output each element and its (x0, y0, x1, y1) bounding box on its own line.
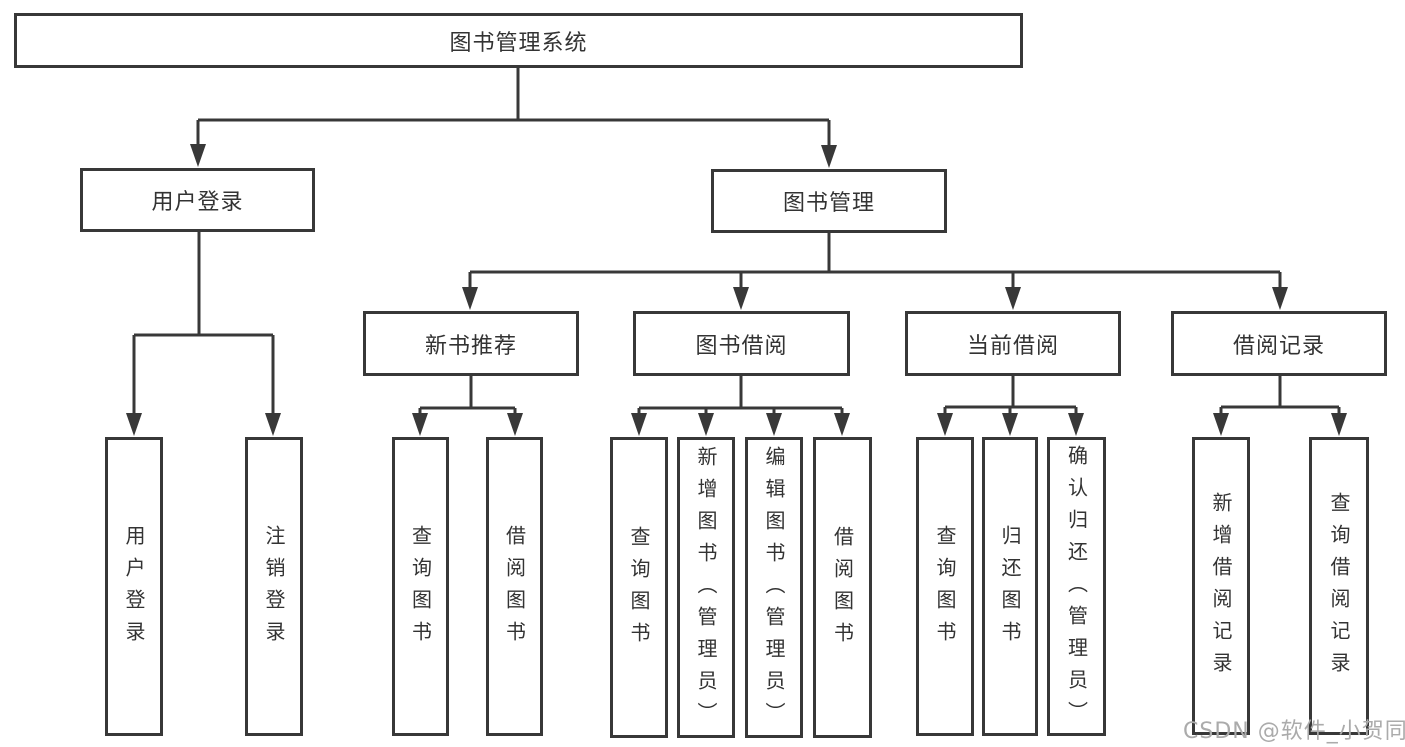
leaf-confirm-return-admin: 确认归还（管理员） (1047, 437, 1106, 736)
node-book-management: 图书管理 (711, 169, 947, 233)
node-user-login: 用户登录 (80, 168, 315, 232)
leaf-borrow-books: 借阅图书 (813, 437, 872, 738)
leaf-query-borrow-record: 查询借阅记录 (1309, 437, 1369, 735)
leaf-query-books-current: 查询图书 (916, 437, 974, 736)
node-book-borrow: 图书借阅 (633, 311, 850, 376)
leaf-edit-books-admin: 编辑图书（管理员） (745, 437, 803, 738)
leaf-query-books-borrow: 查询图书 (610, 437, 668, 738)
csdn-watermark: CSDN @软件_小贺同学 (1183, 719, 1405, 744)
leaf-return-books: 归还图书 (982, 437, 1038, 736)
node-root-system: 图书管理系统 (14, 13, 1023, 68)
leaf-add-borrow-record: 新增借阅记录 (1192, 437, 1250, 735)
leaf-logout: 注销登录 (245, 437, 303, 736)
leaf-borrow-books-recommend: 借阅图书 (486, 437, 543, 736)
node-current-borrow: 当前借阅 (905, 311, 1121, 376)
leaf-user-login: 用户登录 (105, 437, 163, 736)
node-new-book-recommend: 新书推荐 (363, 311, 579, 376)
arrowhead-icons (126, 144, 1347, 436)
leaf-add-books-admin: 新增图书（管理员） (677, 437, 735, 738)
leaf-query-books-recommend: 查询图书 (392, 437, 449, 736)
node-borrow-records: 借阅记录 (1171, 311, 1387, 376)
